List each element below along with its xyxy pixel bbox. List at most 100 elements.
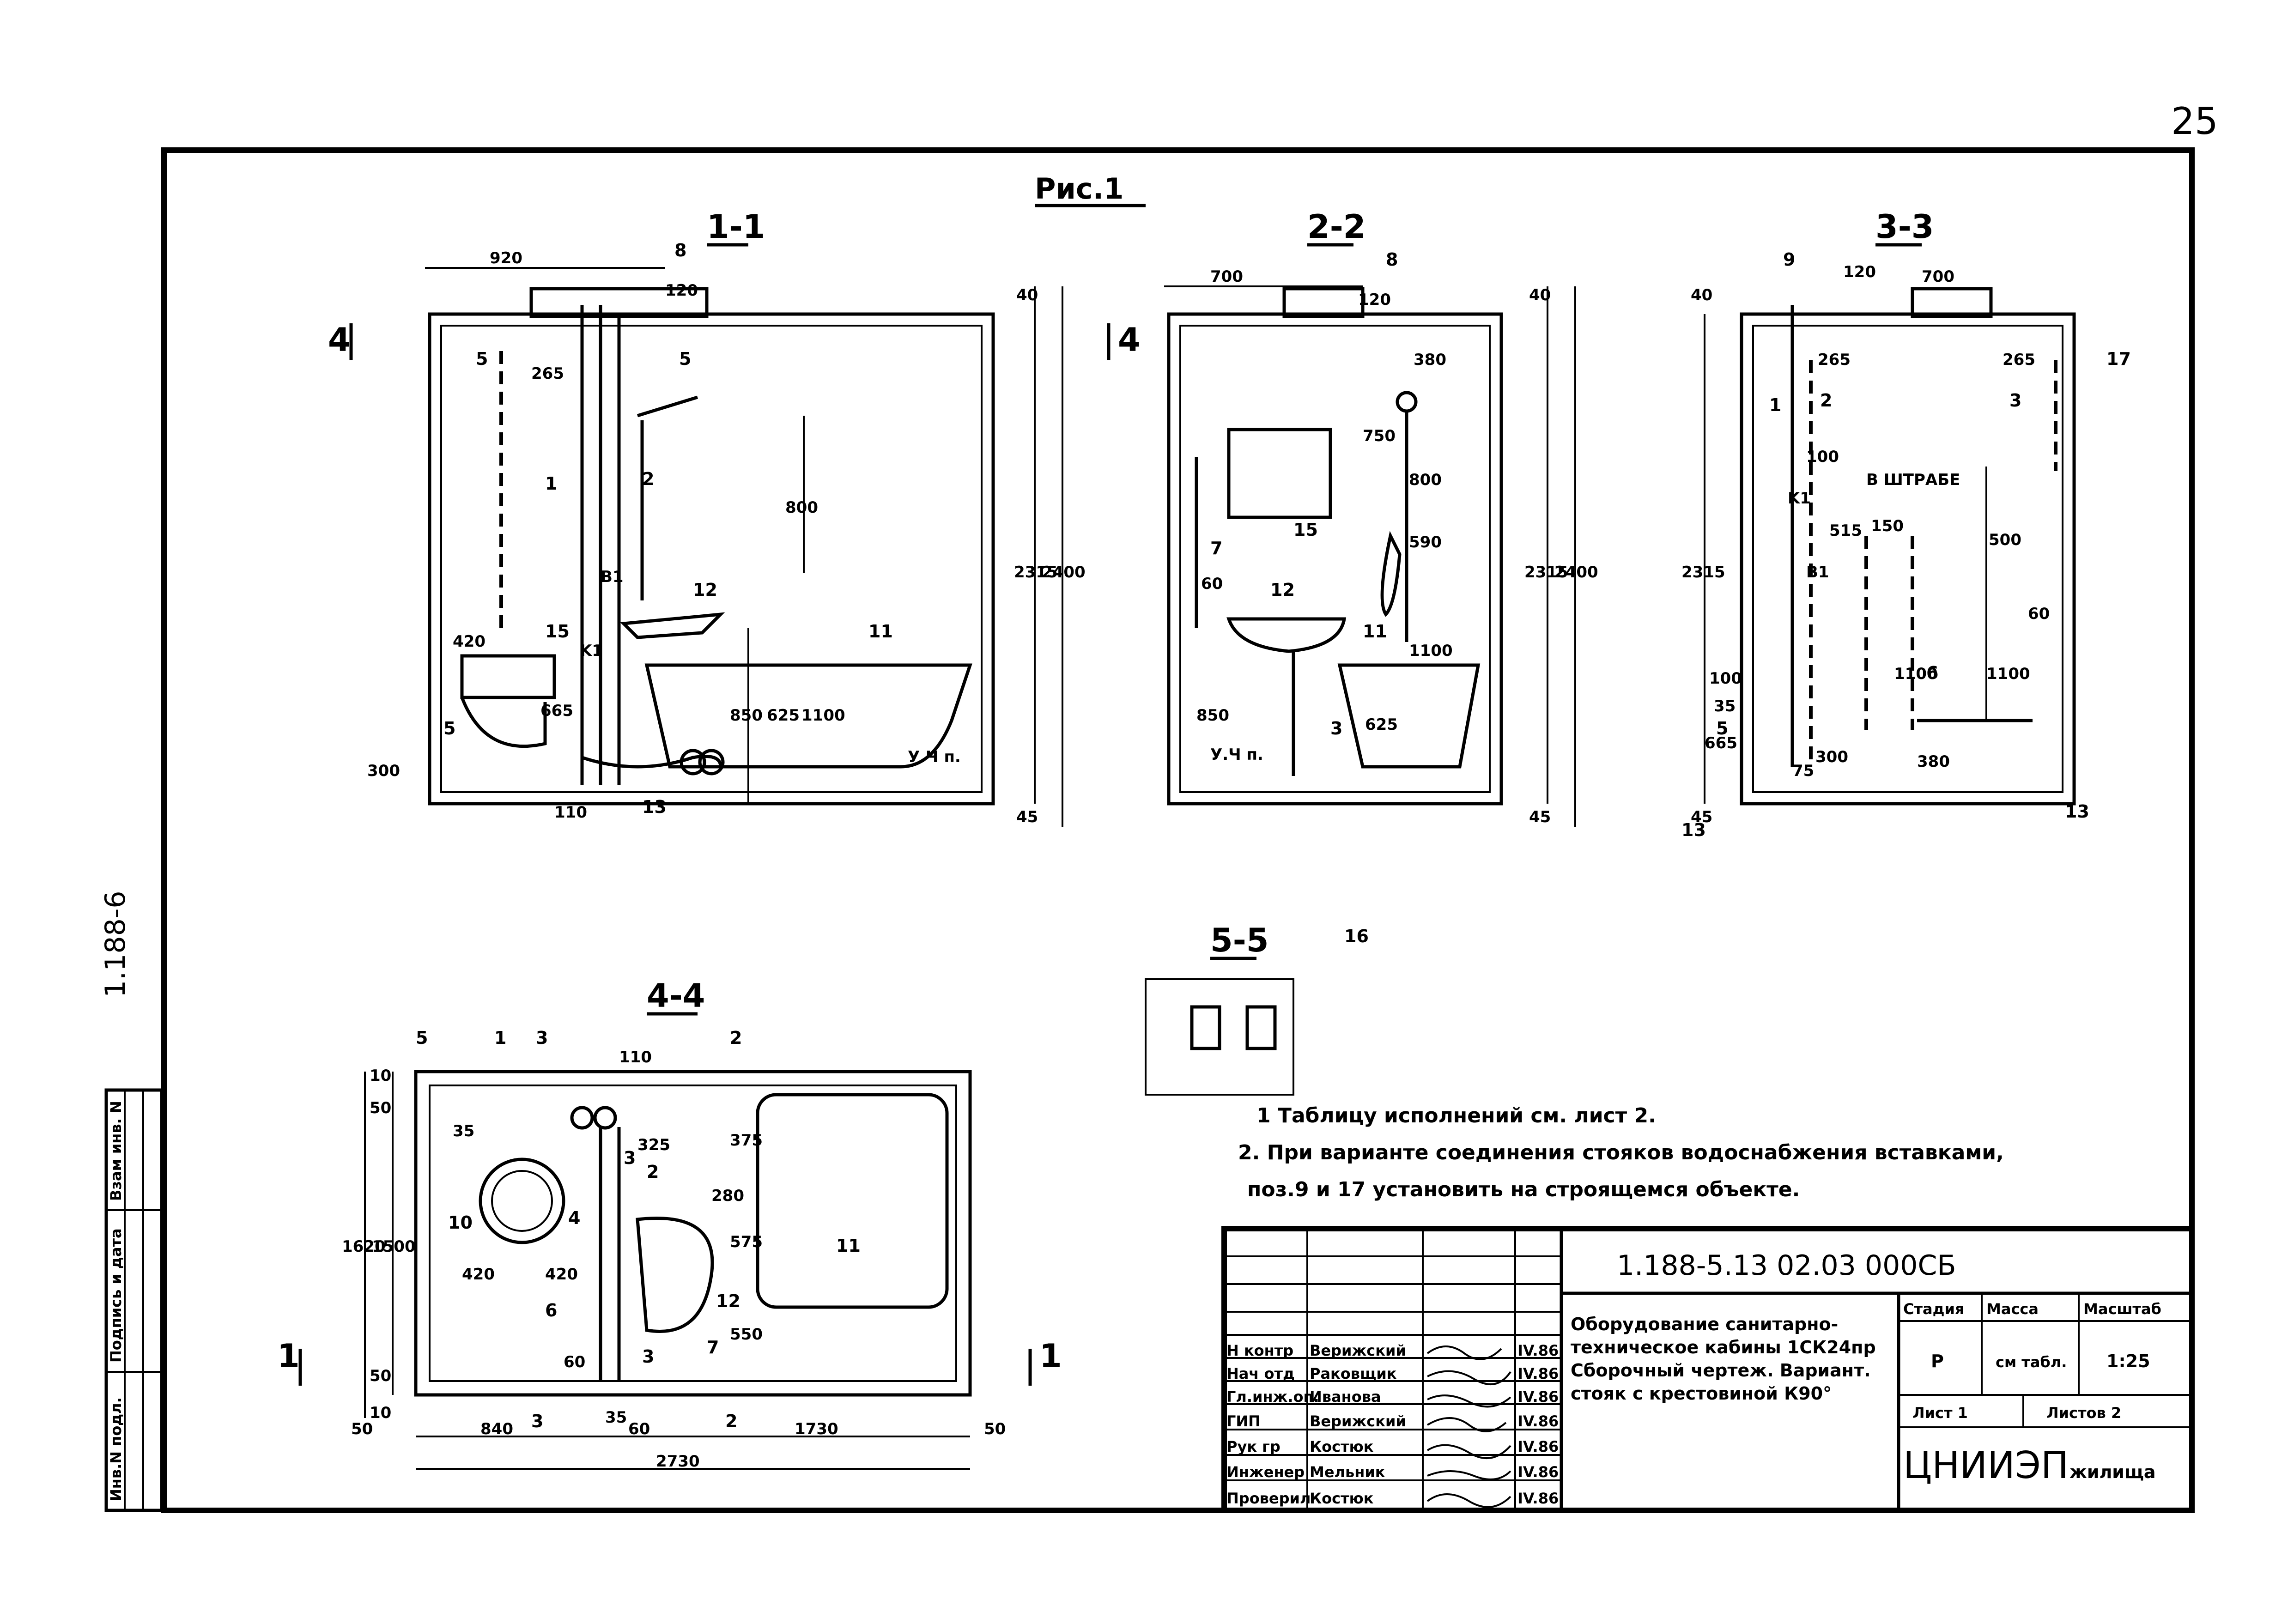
pos-12-c: 12 xyxy=(716,1291,740,1311)
dim-45-a: 45 xyxy=(1016,808,1038,826)
dim-45-b: 45 xyxy=(1529,808,1551,826)
sig-date-4: IV.86 xyxy=(1517,1438,1559,1455)
dim-380-a: 380 xyxy=(1414,351,1446,369)
dim-1620: 1620 xyxy=(342,1237,386,1256)
riser-plan-1 xyxy=(570,1106,594,1130)
drain-pipe-1-1 xyxy=(581,755,722,769)
dim-575-a: 575 xyxy=(730,1233,763,1251)
bathtub-2-2 xyxy=(1337,663,1481,769)
sig-date-3: IV.86 xyxy=(1517,1412,1559,1430)
dim-60-c: 60 xyxy=(564,1353,585,1371)
dim-2315-b: 2315 xyxy=(1524,563,1568,582)
section-1-1-label: 1-1 xyxy=(707,208,765,246)
pos-8-a: 8 xyxy=(674,240,686,261)
section-mark-3-top: 3 xyxy=(536,1028,548,1048)
sig-role-4: Рук гр xyxy=(1226,1438,1281,1455)
dim-1100-b: 1100 xyxy=(1409,642,1453,660)
label-k1-b: K1 xyxy=(1788,489,1811,508)
label-floor-b: У.Ч п. xyxy=(1210,745,1263,764)
pos-11-b: 11 xyxy=(1363,621,1387,642)
label-b1-b: B1 xyxy=(1806,563,1829,582)
pos-15-a: 15 xyxy=(545,621,570,642)
dim-60-b: 60 xyxy=(2028,605,2050,623)
dim-40-c: 40 xyxy=(1691,286,1712,304)
sig-date-1: IV.86 xyxy=(1517,1365,1559,1382)
note-2: 2. При варианте соединения стояков водос… xyxy=(1238,1141,2004,1164)
sig-name-5: Мельник xyxy=(1310,1463,1385,1481)
section-5-5-frame xyxy=(1145,978,1294,1096)
dim-700-a: 700 xyxy=(1210,267,1243,286)
sig-date-5: IV.86 xyxy=(1517,1463,1559,1481)
dim-590-a: 590 xyxy=(1409,533,1442,551)
side-stamp-signature-date: Подпись и дата xyxy=(107,1228,125,1363)
dim-850-b: 850 xyxy=(1196,706,1229,725)
section-mark-4-right: 4 xyxy=(1118,321,1141,359)
mass-label: Масса xyxy=(1986,1300,2039,1318)
scale-value: 1:25 xyxy=(2106,1351,2150,1371)
cabin-inner-wall-1-1 xyxy=(440,325,983,793)
section-3-3: 3-3 700 120 40 2315 45 265 265 100 515 1… xyxy=(1681,208,2131,840)
label-floor-a: У.Ч п. xyxy=(908,748,961,766)
dim-265-b: 265 xyxy=(1818,351,1851,369)
vent-box-3-3 xyxy=(1911,287,1993,318)
pos-10-a: 10 xyxy=(448,1212,473,1233)
dim-60-d: 60 xyxy=(628,1420,650,1438)
description-line-2: техническое кабины 1СК24пр xyxy=(1571,1337,1876,1357)
dim-150-a: 150 xyxy=(1871,517,1904,535)
dim-840: 840 xyxy=(480,1420,513,1438)
pos-11-a: 11 xyxy=(868,621,893,642)
dim-60-a: 60 xyxy=(1201,575,1223,593)
stage-label: Стадия xyxy=(1903,1300,1964,1318)
side-stamp-frame xyxy=(104,1088,164,1512)
sig-name-1: Раковщик xyxy=(1310,1365,1397,1382)
dim-500-a: 500 xyxy=(1989,531,2021,549)
dim-665-b: 665 xyxy=(1705,734,1737,752)
dim-120-b: 120 xyxy=(1358,291,1391,309)
riser-plan-2 xyxy=(593,1106,617,1130)
dim-2315-c: 2315 xyxy=(1681,563,1725,582)
page-number: 25 xyxy=(2171,100,2218,143)
dim-1500: 1500 xyxy=(372,1237,416,1256)
organization-name: ЦНИИЭП xyxy=(1903,1444,2069,1487)
label-b1-a: B1 xyxy=(601,568,624,586)
section-mark-5-a: 5 xyxy=(476,349,488,369)
section-2-2-label: 2-2 xyxy=(1307,208,1365,246)
pos-3-b: 3 xyxy=(2009,390,2021,411)
cabin-inner-wall-3-3 xyxy=(1752,325,2063,793)
dim-120-a: 120 xyxy=(665,281,698,300)
dim-40-a: 40 xyxy=(1016,286,1038,304)
pos-6-a: 6 xyxy=(1926,663,1938,683)
toilet-bowl-1-1 xyxy=(460,697,547,748)
section-mark-3-bottom: 3 xyxy=(531,1411,543,1431)
mass-value: см табл. xyxy=(1996,1353,2067,1371)
dim-35-b: 35 xyxy=(453,1122,474,1140)
toilet-plan xyxy=(479,1157,565,1244)
stage-value: Р xyxy=(1931,1351,1944,1371)
dim-2400-b: 2400 xyxy=(1554,563,1598,582)
pos-6-b: 6 xyxy=(545,1300,557,1321)
dim-45-c: 45 xyxy=(1691,808,1712,826)
pos-7-a: 7 xyxy=(1210,538,1222,558)
dim-110-b: 110 xyxy=(619,1048,652,1067)
pos-3-a: 3 xyxy=(1330,718,1342,739)
pipe-16-b xyxy=(1245,1005,1277,1050)
shower-head-2-2 xyxy=(1396,391,1418,413)
dim-300-b: 300 xyxy=(1815,748,1848,766)
pos-1-b: 1 xyxy=(1769,395,1781,415)
pos-13-c: 13 xyxy=(2065,801,2089,822)
sheet-frame xyxy=(161,147,2195,1513)
dim-1730: 1730 xyxy=(795,1420,838,1438)
section-5-5: 5-5 16 xyxy=(1145,921,1369,1096)
pos-3-d: 3 xyxy=(642,1346,654,1367)
pos-1-a: 1 xyxy=(545,473,557,494)
dim-420-a: 420 xyxy=(453,632,486,651)
dim-850-a: 850 xyxy=(730,706,763,725)
dim-50-a: 50 xyxy=(370,1099,391,1117)
sig-role-1: Нач отд xyxy=(1226,1365,1295,1382)
section-1-1: 1-1 920 120 40 2315 2400 45 xyxy=(328,208,1141,827)
dim-50-c: 50 xyxy=(351,1420,373,1438)
dim-50-d: 50 xyxy=(984,1420,1006,1438)
section-mark-5-b: 5 xyxy=(679,349,691,369)
dim-1100-d: 1100 xyxy=(1986,665,2030,683)
pos-12-a: 12 xyxy=(693,580,717,600)
